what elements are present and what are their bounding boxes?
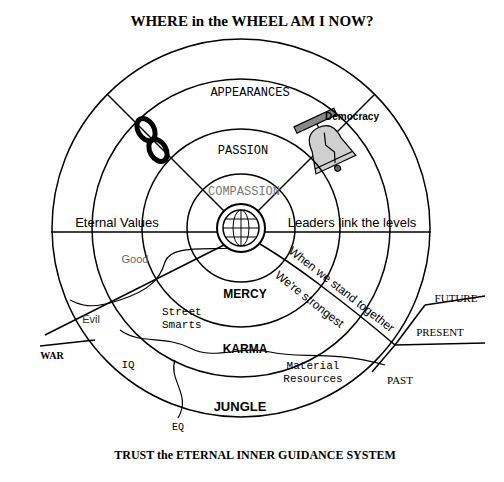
infinity-symbol — [133, 115, 171, 165]
ring-label: COMPASSION — [208, 186, 280, 200]
wheel-label: Street Smarts — [162, 306, 222, 331]
globe-parallel — [226, 219, 256, 220]
bell-body — [299, 118, 356, 174]
war-line — [40, 340, 95, 346]
diagram-title: WHERE in the WHEEL AM I NOW? — [130, 13, 373, 30]
bell-band — [315, 151, 353, 169]
bell-hanger — [317, 124, 319, 128]
ring-label: MERCY — [223, 288, 266, 302]
spokes — [40, 94, 485, 372]
spoke-line — [265, 231, 431, 233]
globe-symbol — [217, 204, 265, 252]
spoke-line — [107, 94, 224, 211]
diagram-caption: TRUST the ETERNAL INNER GUIDANCE SYSTEM — [114, 449, 396, 463]
wheel-label: FUTURE — [435, 292, 478, 305]
wheel-label: IQ — [121, 359, 134, 372]
wheel-label: PRESENT — [416, 326, 464, 339]
wheel-ring: COMPASSION — [186, 173, 296, 283]
wavy-paths — [70, 248, 385, 418]
wavy-line — [174, 360, 183, 418]
past-line — [372, 345, 395, 372]
ring-label: KARMA — [223, 343, 268, 357]
wheel-label: Eternal Values — [75, 216, 159, 231]
wheel-label: Material Resources — [273, 360, 353, 385]
bell-crack — [321, 132, 339, 163]
wheel-label: Evil — [82, 313, 100, 326]
wheel-label: WAR — [40, 350, 63, 362]
ring-label: PASSION — [218, 145, 268, 159]
bell-clapper — [334, 164, 342, 172]
ring-label: JUNGLE — [214, 400, 267, 415]
present-line — [395, 343, 485, 345]
wheel-label: Good — [122, 253, 149, 266]
globe-inner — [223, 210, 259, 246]
ring-label: APPEARANCES — [210, 87, 289, 101]
spoke-line — [51, 231, 217, 233]
ring-circle — [187, 174, 295, 282]
ring-circle — [52, 39, 430, 417]
globe-parallel — [226, 237, 256, 238]
globe-parallel — [223, 228, 259, 229]
wheel-label: Leaders link the levels — [288, 216, 417, 231]
wheel-label: EQ — [172, 422, 184, 434]
globe-outer — [217, 204, 265, 252]
wheel-label: Democracy — [325, 111, 379, 123]
infinity-loop — [145, 136, 171, 165]
wheel-label: PAST — [387, 374, 413, 387]
